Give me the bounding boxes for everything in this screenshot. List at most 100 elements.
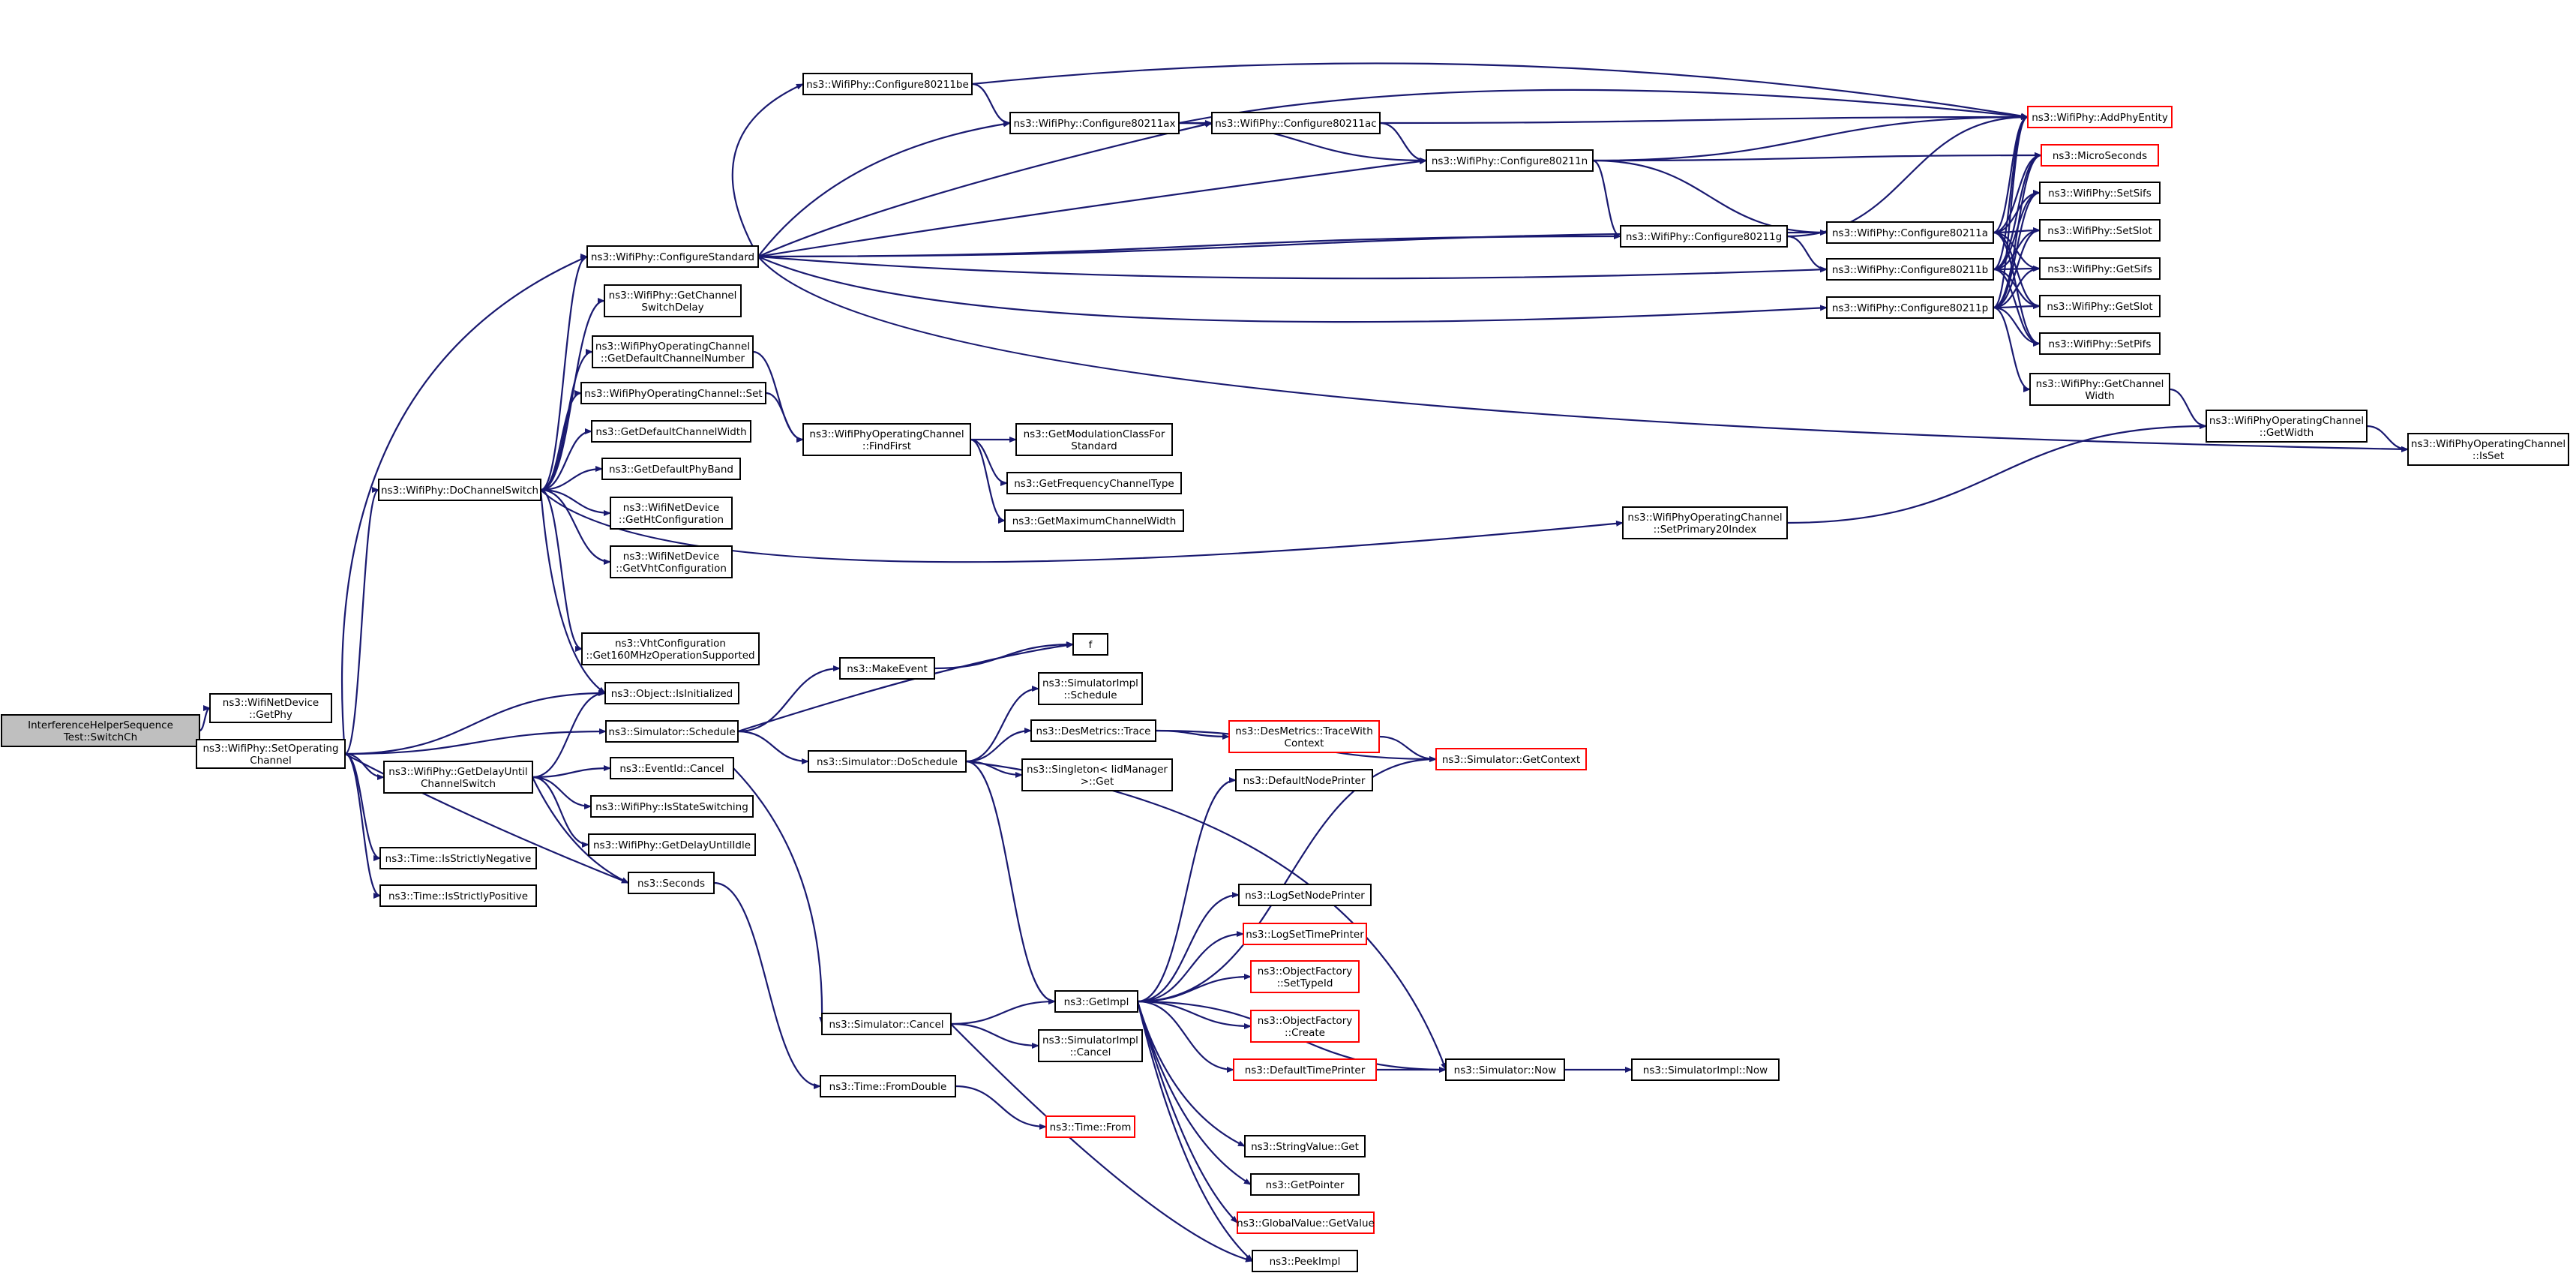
node-label: >::Get [1081, 776, 1114, 788]
node-setslot[interactable]: ns3::WifiPhy::SetSlot [2039, 219, 2161, 242]
call-edge-cfg80211p-to-getchwidth [1993, 306, 2031, 392]
node-cfg80211g[interactable]: ns3::WifiPhy::Configure80211g [1620, 225, 1788, 248]
call-edge-root-to-getphy [199, 705, 211, 732]
node-getfreqtype[interactable]: ns3::GetFrequencyChannelType [1006, 472, 1182, 494]
node-label: ns3::Simulator::Schedule [608, 726, 735, 738]
call-edge-cfg80211p-to-setslot [1993, 227, 2041, 309]
node-defnodeprinter[interactable]: ns3::DefaultNodePrinter [1235, 769, 1373, 791]
node-label: ns3::WifiPhy::Configure80211ac [1215, 118, 1376, 130]
node-deftimeprinter[interactable]: ns3::DefaultTimePrinter [1233, 1058, 1377, 1081]
call-edge-seconds-to-fromdouble [713, 881, 821, 1089]
node-evcancel[interactable]: ns3::EventId::Cancel [610, 757, 734, 779]
node-singleton[interactable]: ns3::Singleton< IidManager>::Get [1021, 758, 1173, 791]
node-getdefchw[interactable]: ns3::GetDefaultChannelWidth [591, 420, 751, 443]
node-dosched[interactable]: ns3::Simulator::DoSchedule [808, 750, 967, 773]
node-label: ::IsSet [2473, 450, 2504, 462]
node-cfg80211a[interactable]: ns3::WifiPhy::Configure80211a [1826, 221, 1994, 244]
node-ofsettype[interactable]: ns3::ObjectFactory::SetTypeId [1250, 960, 1360, 993]
node-getpointer[interactable]: ns3::GetPointer [1250, 1173, 1360, 1196]
node-findfirst[interactable]: ns3::WifiPhyOperatingChannel::FindFirst [802, 423, 971, 456]
node-label: ns3::WifiPhy::AddPhyEntity [2032, 112, 2168, 124]
node-makeevent[interactable]: ns3::MakeEvent [839, 657, 935, 680]
node-simnow[interactable]: ns3::Simulator::Now [1445, 1058, 1565, 1081]
node-opchgetwidth[interactable]: ns3::WifiPhyOperatingChannel::GetWidth [2206, 410, 2368, 443]
node-getht[interactable]: ns3::WifiNetDevice::GetHtConfiguration [610, 497, 733, 530]
node-opchset[interactable]: ns3::WifiPhyOperatingChannel::Set [580, 382, 766, 404]
call-edge-dochs-to-setprim20 [540, 489, 1624, 563]
node-getphy[interactable]: ns3::WifiNetDevice::GetPhy [209, 693, 332, 723]
node-cfg80211b[interactable]: ns3::WifiPhy::Configure80211b [1826, 258, 1994, 281]
node-f[interactable]: f [1072, 633, 1108, 656]
node-cfgstd[interactable]: ns3::WifiPhy::ConfigureStandard [586, 245, 759, 268]
node-logsettime[interactable]: ns3::LogSetTimePrinter [1243, 923, 1367, 945]
node-box [2027, 106, 2173, 128]
node-setpifs[interactable]: ns3::WifiPhy::SetPifs [2039, 332, 2161, 355]
node-dochs[interactable]: ns3::WifiPhy::DoChannelSwitch [378, 479, 541, 501]
node-ofcreate[interactable]: ns3::ObjectFactory::Create [1250, 1010, 1360, 1043]
node-micro[interactable]: ns3::MicroSeconds [2041, 144, 2159, 167]
node-strvalget[interactable]: ns3::StringValue::Get [1244, 1135, 1366, 1157]
node-vht160[interactable]: ns3::VhtConfiguration::Get160MHzOperatio… [581, 632, 760, 665]
node-simimplsched[interactable]: ns3::SimulatorImpl::Schedule [1038, 672, 1143, 705]
node-box [590, 795, 754, 818]
node-box [1045, 1115, 1135, 1138]
node-isinit[interactable]: ns3::Object::IsInitialized [604, 682, 739, 704]
node-seconds[interactable]: ns3::Seconds [628, 872, 715, 894]
node-fromdouble[interactable]: ns3::Time::FromDouble [820, 1075, 956, 1097]
node-getimpl[interactable]: ns3::GetImpl [1054, 990, 1138, 1013]
node-simimplcancel[interactable]: ns3::SimulatorImpl::Cancel [1038, 1029, 1143, 1062]
node-getcontext[interactable]: ns3::Simulator::GetContext [1435, 748, 1587, 770]
call-edge-getimpl-to-logsettime [1137, 931, 1244, 1003]
node-strpos[interactable]: ns3::Time::IsStrictlyPositive [379, 884, 537, 907]
node-getdelayidle[interactable]: ns3::WifiPhy::GetDelayUntilIdle [588, 833, 756, 856]
node-opchisset[interactable]: ns3::WifiPhyOperatingChannel::IsSet [2407, 433, 2569, 466]
node-getdefband[interactable]: ns3::GetDefaultPhyBand [601, 458, 741, 480]
node-timefrom[interactable]: ns3::Time::From [1045, 1115, 1135, 1138]
node-label: ns3::SimulatorImpl::Now [1643, 1064, 1768, 1076]
node-cfg80211ax[interactable]: ns3::WifiPhy::Configure80211ax [1009, 112, 1180, 134]
node-simimplnow[interactable]: ns3::SimulatorImpl::Now [1631, 1058, 1780, 1081]
node-simcancel[interactable]: ns3::Simulator::Cancel [821, 1013, 952, 1035]
node-getsifs[interactable]: ns3::WifiPhy::GetSifs [2039, 257, 2161, 280]
call-edge-dochs-to-cfgstd [540, 254, 588, 491]
node-isstatesw[interactable]: ns3::WifiPhy::IsStateSwitching [590, 795, 754, 818]
node-logsetnode[interactable]: ns3::LogSetNodePrinter [1238, 884, 1372, 906]
call-edge-findfirst-to-getfreqtype [970, 438, 1008, 486]
node-strneg[interactable]: ns3::Time::IsStrictlyNegative [379, 847, 537, 869]
node-getslot[interactable]: ns3::WifiPhy::GetSlot [2039, 295, 2161, 317]
call-edge-cfg80211n-to-addphy [1592, 114, 2029, 162]
node-label: ns3::Singleton< IidManager [1027, 764, 1168, 776]
node-getdefchnum[interactable]: ns3::WifiPhyOperatingChannel::GetDefault… [592, 335, 754, 368]
node-box [1237, 1211, 1375, 1234]
node-cfg80211ac[interactable]: ns3::WifiPhy::Configure80211ac [1211, 112, 1381, 134]
node-box [588, 833, 756, 856]
node-gvgetvalue[interactable]: ns3::GlobalValue::GetValue [1237, 1211, 1375, 1234]
node-box [383, 761, 533, 794]
call-edge-cfgstd-to-opchisset [757, 256, 2409, 452]
node-cfg80211be[interactable]: ns3::WifiPhy::Configure80211be [802, 73, 973, 95]
call-edge-findfirst-to-getmaxchw [970, 438, 1006, 524]
call-edge-cfg80211ac-to-addphy [1379, 114, 2029, 125]
node-addphy[interactable]: ns3::WifiPhy::AddPhyEntity [2027, 106, 2173, 128]
node-setsifs[interactable]: ns3::WifiPhy::SetSifs [2039, 182, 2161, 204]
node-box [592, 335, 754, 368]
node-setprim20[interactable]: ns3::WifiPhyOperatingChannel::SetPrimary… [1622, 506, 1788, 539]
node-cfg80211p[interactable]: ns3::WifiPhy::Configure80211p [1826, 296, 1994, 319]
node-label: ns3::ObjectFactory [1258, 965, 1353, 977]
node-box [1238, 884, 1372, 906]
node-getmaxchw[interactable]: ns3::GetMaximumChannelWidth [1004, 509, 1184, 532]
node-desmetrics[interactable]: ns3::DesMetrics::Trace [1030, 719, 1156, 742]
node-box [604, 682, 739, 704]
node-cfg80211n[interactable]: ns3::WifiPhy::Configure80211n [1426, 149, 1594, 172]
node-getvht[interactable]: ns3::WifiNetDevice::GetVhtConfiguration [610, 545, 733, 578]
node-peekimpl[interactable]: ns3::PeekImpl [1252, 1250, 1358, 1272]
node-schedule[interactable]: ns3::Simulator::Schedule [605, 720, 739, 743]
node-label: ns3::Simulator::DoSchedule [817, 756, 958, 768]
